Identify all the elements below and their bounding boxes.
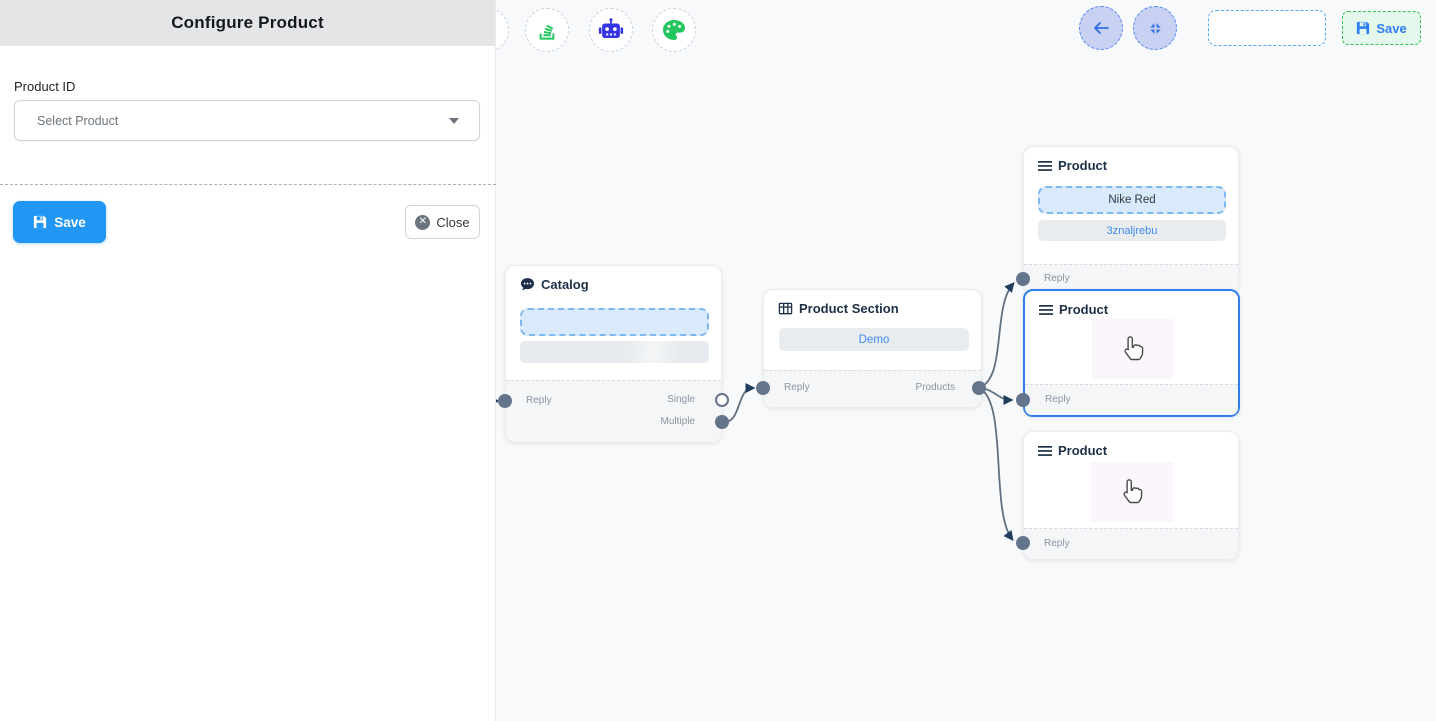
menu-icon: [1038, 445, 1052, 456]
flow-canvas[interactable]: Save Catalog Reply Single Multiple: [496, 0, 1436, 721]
canvas-save-label: Save: [1376, 20, 1407, 36]
cursor-highlight: [1092, 319, 1174, 379]
save-icon: [1357, 21, 1370, 35]
fit-view-button[interactable]: [1133, 6, 1177, 50]
menu-icon: [1039, 304, 1053, 315]
node-footer: Reply: [1025, 384, 1238, 415]
panel-divider: [0, 184, 496, 185]
close-button[interactable]: ✕ Close: [405, 205, 480, 239]
node-title: Product: [1058, 158, 1108, 173]
save-icon: [34, 215, 47, 229]
edge-section-to-product-bottom: [978, 387, 1014, 541]
close-button-label: Close: [436, 214, 470, 230]
product-id-field[interactable]: 3znaljrebu: [1038, 220, 1226, 241]
back-button[interactable]: [1079, 6, 1123, 50]
edge-section-to-product-top: [978, 282, 1015, 389]
close-icon: ✕: [415, 214, 431, 230]
node-title: Product: [1059, 302, 1109, 317]
toolbar-hidden-button[interactable]: [496, 8, 509, 52]
multiple-port-label: Multiple: [660, 416, 695, 427]
product-section-node[interactable]: Product Section Demo Reply Products: [763, 289, 982, 408]
node-footer: Reply Products: [764, 370, 981, 407]
save-button[interactable]: Save: [13, 201, 106, 243]
robot-button[interactable]: [589, 8, 633, 52]
products-port-label: Products: [915, 382, 955, 393]
single-port-label: Single: [667, 394, 695, 405]
product-node-top[interactable]: Product Nike Red 3znaljrebu Reply: [1023, 146, 1239, 294]
product-name-field[interactable]: Nike Red: [1038, 186, 1226, 214]
product-id-label: Product ID: [14, 79, 76, 94]
chevron-down-icon: [449, 117, 459, 124]
reply-port-label: Reply: [526, 395, 552, 406]
product-node-bottom[interactable]: Product Reply: [1023, 431, 1239, 560]
section-demo-button[interactable]: Demo: [779, 328, 969, 351]
product-select-placeholder: Select Product: [37, 113, 119, 128]
panel-title: Configure Product: [171, 13, 324, 32]
hand-pointer-cursor: [1123, 479, 1143, 504]
catalog-input-field[interactable]: [520, 308, 709, 336]
compress-icon: [1149, 22, 1161, 34]
node-footer: Reply: [1024, 528, 1238, 559]
panel-header: Configure Product: [0, 0, 495, 46]
empty-action-button[interactable]: [1208, 10, 1326, 46]
node-title: Product: [1058, 443, 1108, 458]
configure-product-panel: Configure Product Product ID Select Prod…: [0, 0, 496, 721]
menu-icon: [1038, 160, 1052, 171]
layers-stack-button[interactable]: [525, 8, 569, 52]
hand-pointer-cursor: [1124, 336, 1144, 361]
catalog-node[interactable]: Catalog Reply Single Multiple: [505, 265, 722, 443]
edge-catalog-to-section: [721, 383, 756, 423]
palette-icon: [663, 20, 685, 40]
canvas-save-button[interactable]: Save: [1342, 11, 1421, 45]
grid-table-icon: [778, 302, 793, 315]
arrow-left-icon: [1094, 22, 1109, 34]
layers-stack-icon: [539, 24, 555, 40]
save-button-label: Save: [54, 214, 86, 230]
cursor-highlight: [1091, 462, 1173, 522]
reply-port-label: Reply: [1045, 394, 1071, 405]
catalog-secondary-field[interactable]: [520, 341, 709, 363]
product-select[interactable]: Select Product: [14, 100, 480, 141]
node-footer: Reply: [1024, 264, 1238, 293]
reply-port-label: Reply: [784, 382, 810, 393]
palette-button[interactable]: [652, 8, 696, 52]
edge-section-to-product-middle: [978, 387, 1014, 405]
node-footer: Reply Single Multiple: [506, 380, 721, 442]
reply-port-label: Reply: [1044, 538, 1070, 549]
product-node-middle-selected[interactable]: Product Reply: [1023, 289, 1240, 417]
chat-bubble-icon: [520, 278, 535, 291]
robot-icon: [598, 18, 624, 39]
node-title: Catalog: [541, 277, 589, 292]
node-title: Product Section: [799, 301, 899, 316]
reply-port-label: Reply: [1044, 273, 1070, 284]
